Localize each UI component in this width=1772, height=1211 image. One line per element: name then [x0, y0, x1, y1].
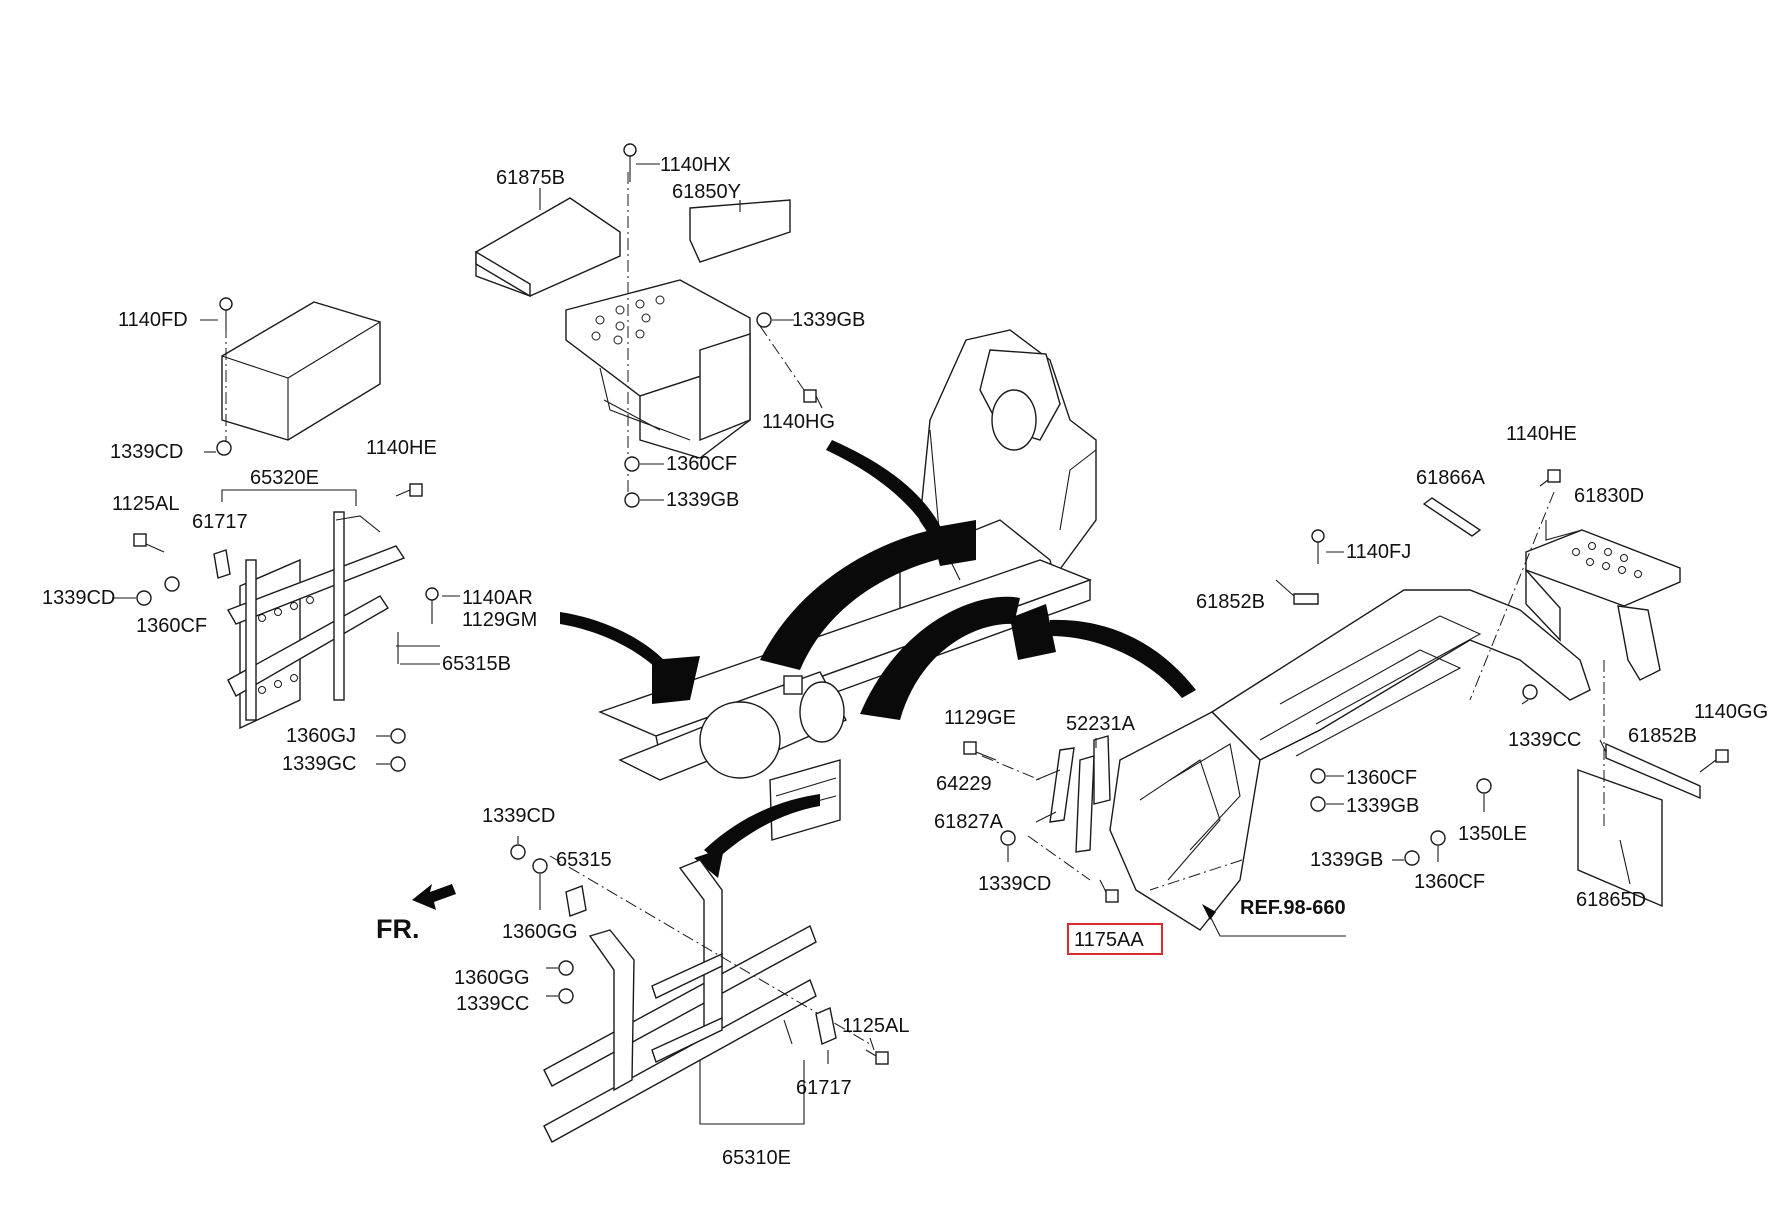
battery-cover-box [221, 301, 381, 446]
label-1129GE: 1129GE [944, 707, 1016, 729]
label-1140GG: 1140GG [1694, 701, 1768, 723]
label-1350LE: 1350LE [1458, 823, 1527, 845]
label-1339GB-d: 1339GB [1310, 849, 1383, 871]
fuel-tank [699, 671, 847, 841]
label-1175AA[interactable]: 1175AA [1074, 929, 1144, 951]
label-1360CF-a: 1360CF [666, 453, 737, 475]
bottom-side-step [543, 855, 871, 1143]
label-fr: FR. [376, 914, 420, 944]
label-1129GM: 1129GM [462, 609, 537, 631]
label-1339CC-b: 1339CC [456, 993, 529, 1015]
label-61830D: 61830D [1574, 485, 1644, 507]
fender-brackets [981, 735, 1111, 881]
label-1140FJ: 1140FJ [1346, 541, 1411, 563]
label-1140AR: 1140AR [462, 587, 533, 609]
label-65320E: 65320E [250, 467, 319, 489]
label-1360GG-a: 1360GG [502, 921, 578, 943]
label-1339CD-c: 1339CD [978, 873, 1051, 895]
callout-arrows [560, 440, 1196, 878]
battery-tray-assembly [475, 172, 805, 500]
label-1140HG: 1140HG [762, 411, 835, 433]
label-1140HE-a: 1140HE [366, 437, 437, 459]
label-1339GB-b: 1339GB [666, 489, 739, 511]
label-65315B: 65315B [442, 653, 511, 675]
rear-fender [1109, 589, 1591, 931]
bracket-65315 [565, 885, 587, 917]
label-1140HE-b: 1140HE [1506, 423, 1577, 445]
strip-61866A [1422, 497, 1482, 537]
label-1339GB-c: 1339GB [1346, 795, 1419, 817]
label-61875B: 61875B [496, 167, 565, 189]
label-64229: 64229 [936, 773, 992, 795]
label-61852B-b: 61852B [1628, 725, 1697, 747]
label-1140FD: 1140FD [118, 309, 188, 331]
leader-lines [112, 163, 1631, 1064]
label-ref-98-660: REF.98-660 [1240, 897, 1346, 919]
label-1339CD-d: 1339CD [482, 805, 555, 827]
label-61717-a: 61717 [192, 511, 248, 533]
label-1125AL-a: 1125AL [112, 493, 179, 515]
label-1339GB-a: 1339GB [792, 309, 865, 331]
label-1360GG-b: 1360GG [454, 967, 530, 989]
label-61827A: 61827A [934, 811, 1004, 833]
label-61717-b: 61717 [796, 1077, 852, 1099]
label-1360CF-c: 1360CF [1346, 767, 1417, 789]
mud-flap [1577, 660, 1701, 908]
left-step-bracket [221, 489, 440, 730]
fasteners [133, 143, 1729, 1065]
part-labels: 1140HX 61875B 61850Y 1140FD 1339GB 1140H… [42, 154, 1768, 1169]
label-61865D: 61865D [1576, 889, 1646, 911]
highlight-box-1175AA [1067, 923, 1163, 955]
label-65310E: 65310E [722, 1147, 791, 1169]
label-1339CD-b: 1339CD [42, 587, 115, 609]
label-1339GC: 1339GC [282, 753, 357, 775]
label-61852B-a: 61852B [1196, 591, 1265, 613]
label-1125AL-b: 1125AL [842, 1015, 909, 1037]
label-1360CF-b: 1360CF [136, 615, 207, 637]
label-1140HX: 1140HX [660, 154, 731, 176]
label-61850Y: 61850Y [672, 181, 741, 203]
label-52231A: 52231A [1066, 713, 1136, 735]
front-direction-arrow [412, 884, 456, 910]
label-1360GJ: 1360GJ [286, 725, 356, 747]
label-1360CF-d: 1360CF [1414, 871, 1485, 893]
label-65315: 65315 [556, 849, 612, 871]
rear-platform [1469, 491, 1681, 701]
label-1339CD-a: 1339CD [110, 441, 183, 463]
label-61866A: 61866A [1416, 467, 1486, 489]
label-1339CC-a: 1339CC [1508, 729, 1581, 751]
